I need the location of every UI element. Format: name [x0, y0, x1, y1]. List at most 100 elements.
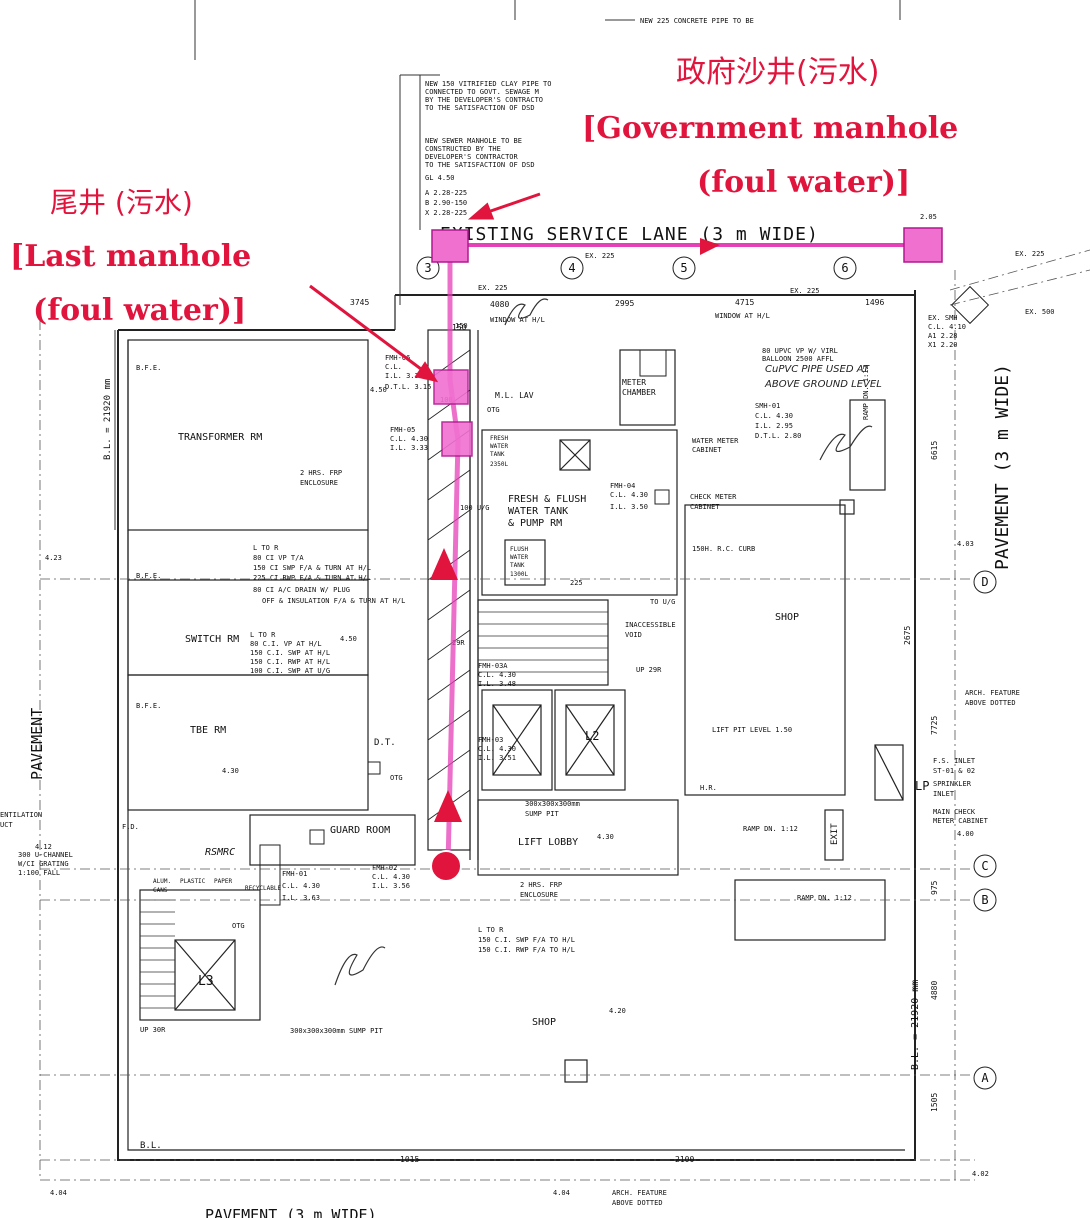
foul-water-route	[430, 227, 943, 882]
annotation-arrows	[309, 192, 541, 383]
pipe-tag-otg1: OTG	[487, 406, 500, 414]
pipe-tag-ex225-2: EX. 225	[478, 284, 508, 292]
pipe-tag-150: 150	[455, 322, 468, 330]
handwritten-note: CuPVC PIPE USED AT ABOVE GROUND LEVEL	[764, 364, 882, 390]
svg-text:C.L. 4.30: C.L. 4.30	[610, 491, 648, 499]
svg-text:4080: 4080	[490, 300, 509, 309]
last-manhole-zh: 尾井 (污水)	[50, 186, 193, 219]
bl-bottom: B.L.	[140, 1141, 162, 1151]
note-smh-5: GL 4.50	[425, 174, 455, 182]
grid-label-d: D	[981, 575, 988, 589]
left-dimension-line	[114, 0, 901, 530]
room-lp: LP	[915, 779, 929, 793]
svg-text:WINDOW AT H/L: WINDOW AT H/L	[490, 316, 545, 324]
pipe-tag-ex225-4: EX. 225	[1015, 250, 1045, 258]
svg-text:100 C.I. SWP AT U/G: 100 C.I. SWP AT U/G	[250, 667, 330, 675]
svg-text:I.L. 3.63: I.L. 3.63	[282, 894, 320, 902]
svg-text:TANK: TANK	[510, 562, 525, 569]
svg-text:OFF & INSULATION F/A & TURN AT: OFF & INSULATION F/A & TURN AT H/L	[262, 597, 405, 605]
side-labels: PAVEMENT PAVEMENT (3 m WIDE) PAVEMENT (3…	[28, 364, 1013, 1218]
fmh05-marker	[441, 421, 473, 457]
svg-text:2 HRS. FRP: 2 HRS. FRP	[300, 469, 342, 477]
level-marks: 4.23 4.12 4.04 4.04 4.02 4.03 4.50 4.30 …	[35, 213, 989, 1197]
svg-text:VOID: VOID	[625, 631, 642, 639]
svg-text:80 C.I. VP AT H/L: 80 C.I. VP AT H/L	[250, 640, 322, 648]
svg-text:4.50: 4.50	[340, 635, 357, 643]
room-l3: L3	[198, 974, 214, 989]
bl-left: B.L. = 21920 mm	[103, 379, 113, 460]
note-smh-6: A 2.28-225	[425, 189, 467, 197]
svg-text:I.L. 3.30: I.L. 3.30	[385, 372, 423, 380]
room-meter-2: CHAMBER	[622, 388, 656, 397]
svg-text:150 C.I. RWP F/A TO H/L: 150 C.I. RWP F/A TO H/L	[478, 946, 575, 954]
svg-text:SUMP PIT: SUMP PIT	[525, 810, 560, 818]
svg-text:METER CABINET: METER CABINET	[933, 817, 989, 825]
svg-text:4.23: 4.23	[45, 554, 62, 562]
svg-text:150 C.I. SWP F/A TO H/L: 150 C.I. SWP F/A TO H/L	[478, 936, 575, 944]
svg-text:D.T.L. 2.80: D.T.L. 2.80	[755, 432, 801, 440]
pipe-tag-225: 225	[570, 579, 583, 587]
fmh02-id: FMH-02	[372, 864, 397, 872]
svg-text:80 CI A/C DRAIN W/ PLUG: 80 CI A/C DRAIN W/ PLUG	[253, 586, 350, 594]
room-shop-bottom: SHOP	[532, 1017, 556, 1028]
svg-text:RECYCLABLE: RECYCLABLE	[245, 885, 282, 892]
note-smh-4: TO THE SATISFACTION OF DSD	[425, 161, 535, 169]
note-clay-4: TO THE SATISFACTION OF DSD	[425, 104, 535, 112]
pipe-tag-29r: 29R	[452, 639, 465, 647]
svg-text:4.50: 4.50	[370, 386, 387, 394]
svg-text:4.02: 4.02	[972, 1170, 989, 1178]
svg-text:WINDOW AT H/L: WINDOW AT H/L	[715, 312, 770, 320]
svg-text:I.L. 3.50: I.L. 3.50	[610, 503, 648, 511]
svg-text:UCT: UCT	[0, 821, 13, 829]
svg-text:C.L. 4.30: C.L. 4.30	[372, 873, 410, 881]
svg-text:2675: 2675	[903, 626, 912, 645]
svg-text:BALLOON 2500 AFFL: BALLOON 2500 AFFL	[762, 355, 834, 363]
svg-text:ARCH. FEATURE: ARCH. FEATURE	[965, 689, 1020, 697]
pavement-bottom: PAVEMENT (3 m WIDE)	[205, 1206, 377, 1218]
last-manhole-en-1: [Last manhole	[10, 239, 251, 274]
svg-text:C.L. 4.30: C.L. 4.30	[755, 412, 793, 420]
svg-text:4715: 4715	[735, 298, 754, 307]
svg-text:ENTILATION: ENTILATION	[0, 811, 42, 819]
pipe-tag-100ug: 100 U/G	[460, 504, 490, 512]
last-manhole-marker	[433, 369, 469, 405]
stair-treads	[140, 611, 608, 1009]
note-clay-1: NEW 150 VITRIFIED CLAY PIPE TO	[425, 80, 551, 88]
arrow-head-government	[467, 202, 495, 220]
bl-right: B.L. = 21920 mm	[910, 980, 921, 1070]
l-to-r-notes: L TO R 80 CI VP T/A 150 CI SWP F/A & TUR…	[250, 544, 575, 954]
room-tank-3: & PUMP RM	[508, 518, 562, 529]
pipe-tag-ramp2: RAMP DN. 1:12	[797, 894, 852, 902]
svg-text:1:100 FALL: 1:100 FALL	[18, 869, 60, 877]
fmh04-id: FMH-04	[610, 482, 635, 490]
grid-label-b: B	[981, 893, 988, 907]
pipe-tag-ex225-1: EX. 225	[585, 252, 615, 260]
svg-text:WATER METER: WATER METER	[692, 437, 739, 445]
room-hr: H.R.	[700, 784, 717, 792]
svg-text:ST-01 & 02: ST-01 & 02	[933, 767, 975, 775]
svg-text:4.04: 4.04	[553, 1189, 570, 1197]
svg-text:1300L: 1300L	[510, 571, 528, 578]
grid-lines	[39, 249, 1090, 1181]
note-smh-1: NEW SEWER MANHOLE TO BE	[425, 137, 522, 145]
svg-text:ABOVE GROUND LEVEL: ABOVE GROUND LEVEL	[764, 379, 882, 390]
note-top-pipe: NEW 225 CONCRETE PIPE TO BE	[640, 17, 754, 25]
svg-text:300x300x300mm: 300x300x300mm	[525, 800, 580, 808]
svg-text:I.L. 3.56: I.L. 3.56	[372, 882, 410, 890]
svg-text:ALUM.: ALUM.	[153, 878, 171, 885]
svg-text:CABINET: CABINET	[692, 446, 722, 454]
svg-text:C.L.: C.L.	[385, 363, 402, 371]
svg-text:150H. R.C. CURB: 150H. R.C. CURB	[692, 545, 755, 553]
manhole-squares	[259, 285, 990, 906]
fmh01-id: FMH-01	[282, 870, 307, 878]
pipe-tag-fd: F.D.	[122, 823, 139, 831]
svg-text:2 HRS. FRP: 2 HRS. FRP	[520, 881, 562, 889]
last-manhole-en-2: (foul water)]	[33, 293, 246, 328]
pipe-tag-toug: TO U/G	[650, 598, 675, 606]
svg-text:L TO R: L TO R	[253, 544, 279, 552]
grid-label-6: 6	[841, 261, 848, 275]
grid-label-c: C	[981, 859, 988, 873]
svg-text:975: 975	[930, 880, 939, 895]
grid-label-3: 3	[424, 261, 431, 275]
room-labels: TRANSFORMER RM SWITCH RM TBE RM GUARD RO…	[178, 378, 929, 1028]
